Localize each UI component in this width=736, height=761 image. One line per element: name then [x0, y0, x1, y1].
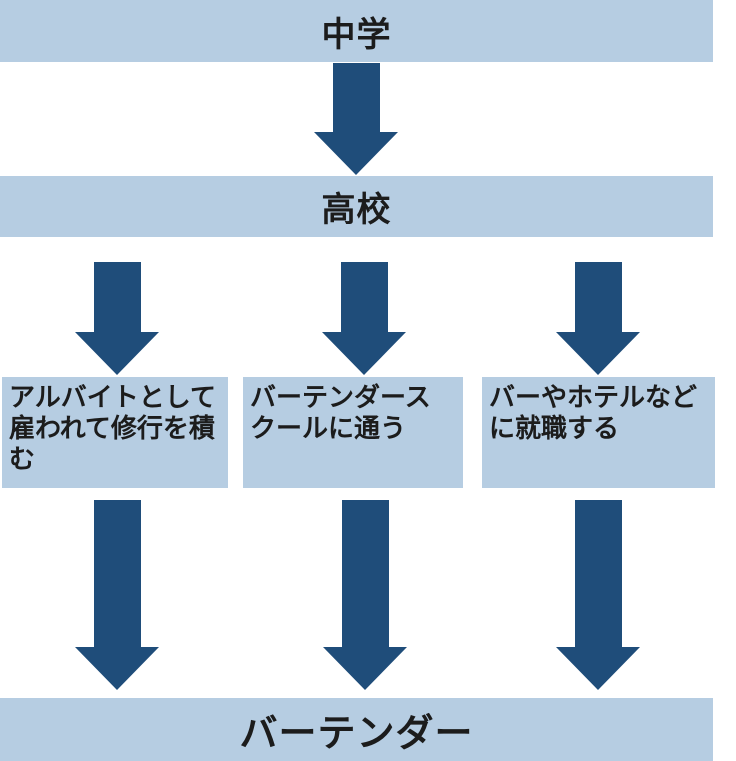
arrow-shaft	[93, 262, 141, 332]
arrow-shaft	[574, 262, 622, 332]
down-arrow-parttime-to-bartender	[75, 500, 159, 690]
down-arrow-job-to-bartender	[556, 500, 640, 690]
down-arrow-school-to-bartender	[323, 500, 407, 690]
arrow-head-icon	[322, 332, 406, 375]
down-arrow-middleschool-to-highschool	[314, 63, 398, 175]
node-bar-hotel-employment: バーやホテルなど に就職する	[482, 377, 715, 488]
arrow-head-icon	[556, 332, 640, 375]
down-arrow-highschool-to-school	[322, 262, 406, 375]
node-bartender-school: バーテンダース クールに通う	[243, 377, 463, 488]
down-arrow-highschool-to-job	[556, 262, 640, 375]
arrow-shaft	[93, 500, 141, 647]
node-bartender: バーテンダー	[0, 698, 713, 761]
arrow-shaft	[341, 500, 389, 647]
arrow-head-icon	[314, 132, 398, 175]
arrow-head-icon	[75, 647, 159, 690]
arrow-shaft	[332, 63, 380, 132]
arrow-head-icon	[75, 332, 159, 375]
arrow-shaft	[574, 500, 622, 647]
node-middle-school: 中学	[0, 0, 713, 62]
arrow-head-icon	[323, 647, 407, 690]
down-arrow-highschool-to-parttime	[75, 262, 159, 375]
arrow-shaft	[340, 262, 388, 332]
arrow-head-icon	[556, 647, 640, 690]
node-high-school: 高校	[0, 176, 713, 237]
node-parttime-apprenticeship: アルバイトとして 雇われて修行を積 む	[2, 377, 228, 488]
